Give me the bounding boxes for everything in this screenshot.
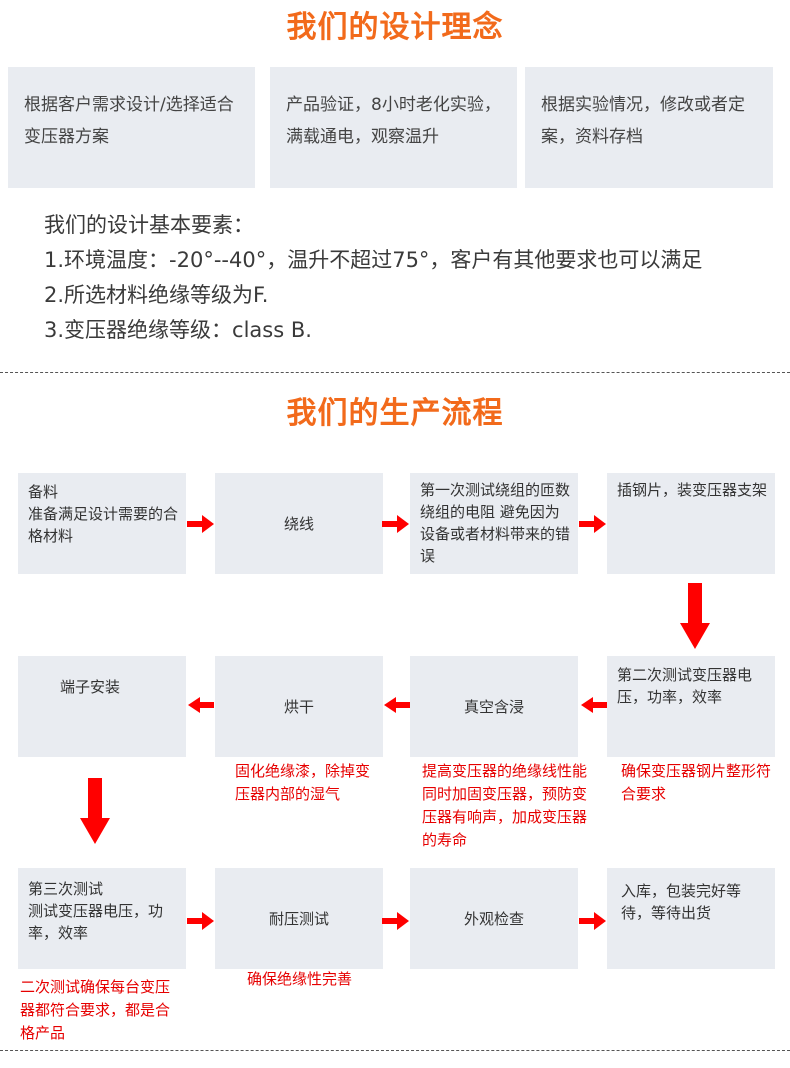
arrow-right-icon: [579, 912, 606, 930]
step-vacuum-impregnation: 真空含浸: [410, 656, 578, 757]
step-appearance-check: 外观检查: [410, 868, 578, 969]
arrow-right-icon: [187, 912, 214, 930]
step-terminal-install: 端子安装: [18, 656, 186, 757]
design-basics-heading: 我们的设计基本要素：: [44, 213, 254, 237]
step-text: 外观检查: [463, 909, 524, 928]
design-basics-item: 1.环境温度：-20°--40°，温升不超过75°，客户有其他要求也可以满足: [44, 248, 703, 272]
step-drying: 烘干: [215, 656, 383, 757]
step-second-test: 第二次测试变压器电压，功率，效率: [607, 656, 775, 757]
bottom-divider: [0, 1050, 790, 1051]
step-text: 插钢片，装变压器支架: [617, 481, 768, 499]
step-text: 真空含浸: [463, 697, 524, 716]
step-text: 第二次测试变压器电压，功率，效率: [617, 666, 753, 706]
arrow-right-icon: [187, 515, 214, 533]
arrow-down-icon: [80, 778, 110, 844]
arrow-down-icon: [680, 583, 710, 649]
step-third-test: 第三次测试 测试变压器电压，功率，效率: [18, 868, 186, 969]
design-box-verify: 产品验证，8小时老化实验，满载通电，观察温升: [270, 67, 517, 188]
step-text: 端子安装: [60, 678, 121, 696]
step-prepare-materials: 备料 准备满足设计需要的合格材料: [18, 473, 186, 574]
design-basics-item: 2.所选材料绝缘等级为F.: [44, 283, 269, 307]
step-text: 备料 准备满足设计需要的合格材料: [28, 483, 179, 545]
step-first-test: 第一次测试绕组的匝数绕组的电阻 避免因为设备或者材料带来的错误: [410, 473, 578, 574]
step-text: 绕线: [283, 514, 314, 533]
step-text: 第一次测试绕组的匝数绕组的电阻 避免因为设备或者材料带来的错误: [420, 481, 571, 565]
arrow-right-icon: [382, 515, 409, 533]
design-box-archive: 根据实验情况，修改或者定案，资料存档: [525, 67, 773, 188]
step-withstand-test: 耐压测试: [215, 868, 383, 969]
design-basics-item: 3.变压器绝缘等级：class B.: [44, 318, 312, 342]
note-second-test: 确保变压器钢片整形符合要求: [621, 762, 772, 803]
arrow-left-icon: [384, 697, 410, 713]
step-winding: 绕线: [215, 473, 383, 574]
note-impregnation: 提高变压器的绝缘线性能同时加固变压器，预防变压器有响声，加成变压器的寿命: [422, 762, 588, 849]
design-box-plan: 根据客户需求设计/选择适合变压器方案: [8, 67, 255, 188]
step-storage-shipping: 入库，包装完好等待，等待出货: [607, 868, 775, 969]
section-divider: [0, 372, 790, 373]
design-basics: 我们的设计基本要素： 1.环境温度：-20°--40°，温升不超过75°，客户有…: [44, 208, 702, 348]
arrow-left-icon: [188, 697, 214, 713]
step-text: 烘干: [283, 697, 314, 716]
note-drying: 固化绝缘漆，除掉变压器内部的湿气: [235, 762, 371, 803]
note-third-test: 二次测试确保每台变压器都符合要求，都是合格产品: [20, 978, 171, 1042]
step-text: 第三次测试 测试变压器电压，功率，效率: [28, 880, 164, 942]
arrow-left-icon: [581, 697, 607, 713]
step-insert-steel: 插钢片，装变压器支架: [607, 473, 775, 574]
step-text: 入库，包装完好等待，等待出货: [621, 882, 742, 922]
design-philosophy-title: 我们的设计理念: [286, 10, 504, 45]
arrow-right-icon: [579, 515, 606, 533]
production-process-title: 我们的生产流程: [286, 396, 504, 431]
note-withstand: 确保绝缘性完善: [247, 970, 353, 988]
arrow-right-icon: [382, 912, 409, 930]
step-text: 耐压测试: [268, 909, 329, 928]
